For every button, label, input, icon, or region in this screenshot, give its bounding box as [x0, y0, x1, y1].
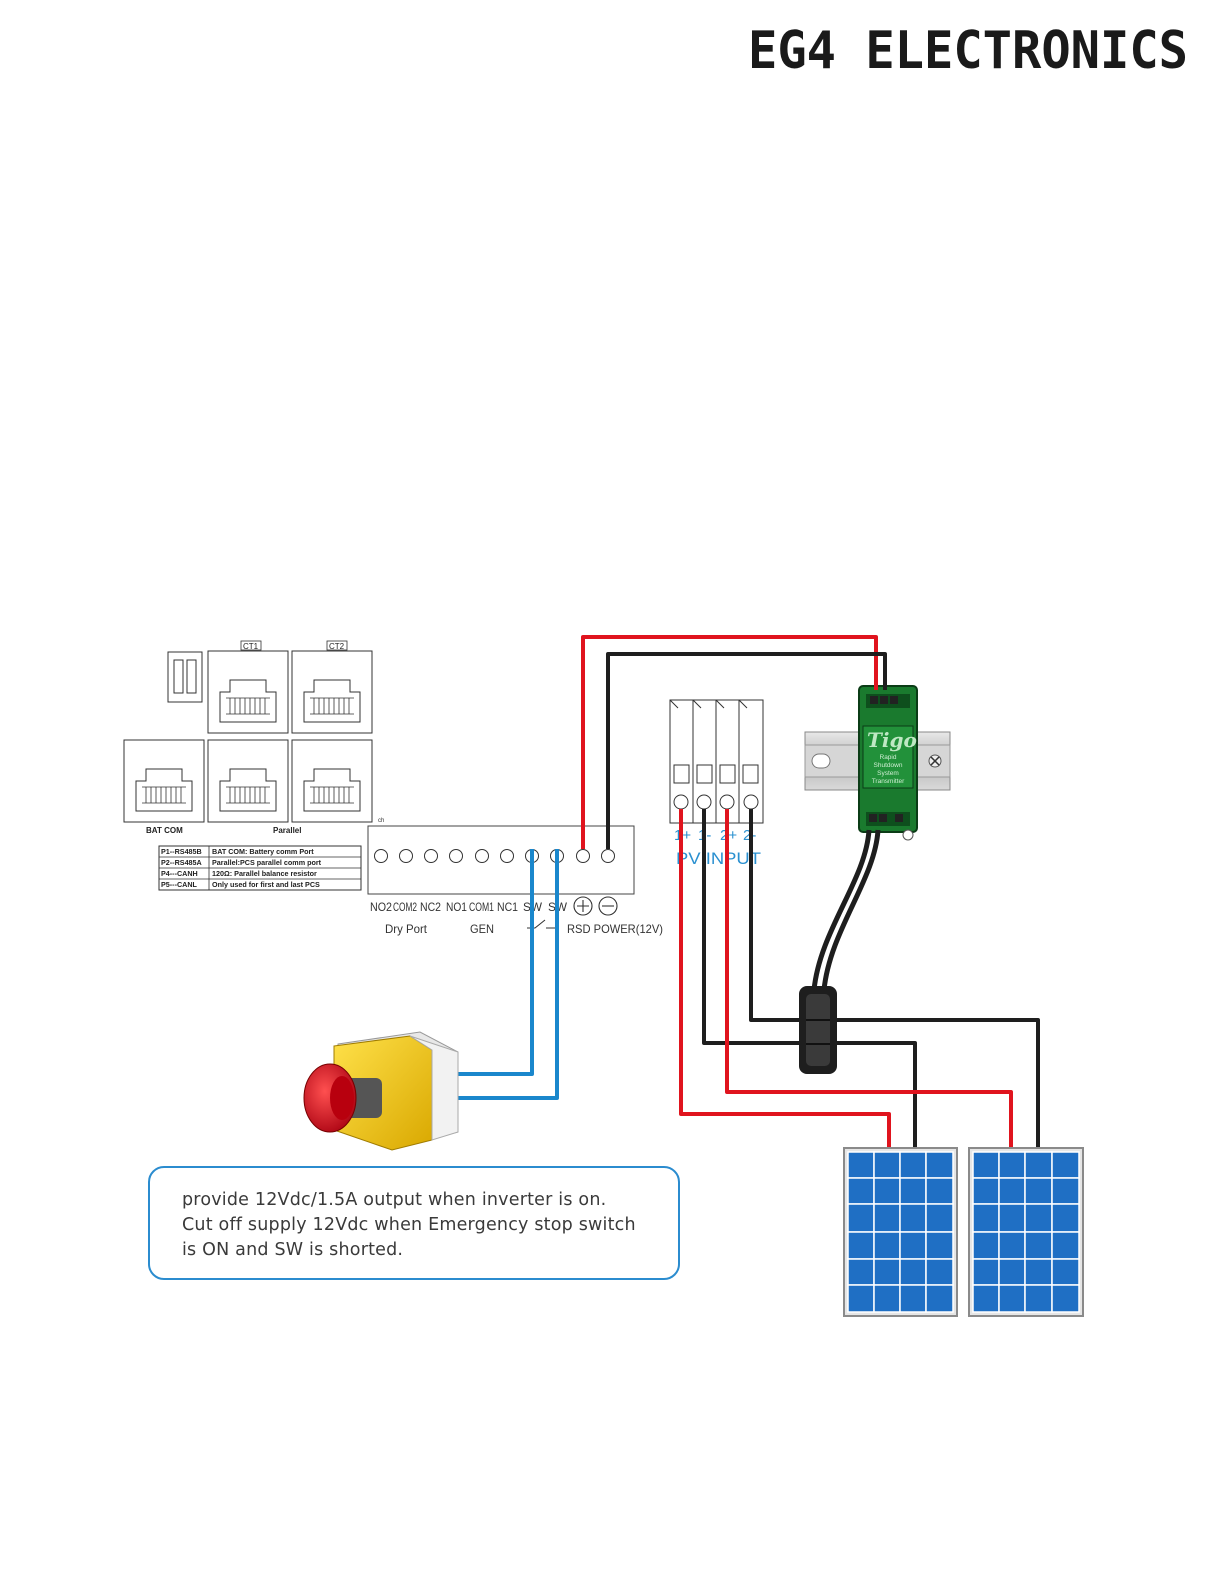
note-line: provide 12Vdc/1.5A output when inverter … [182, 1190, 607, 1210]
terminal-screw [424, 849, 438, 863]
plus-icon [573, 896, 593, 916]
solar-panel-2 [968, 1147, 1084, 1317]
terminal-screw [601, 849, 615, 863]
terminal-screw [500, 849, 514, 863]
tigo-brand: Tigo [867, 728, 917, 752]
terminal-screw [399, 849, 413, 863]
table-cell: Only used for first and last PCS [212, 880, 320, 889]
bat-com-label: BAT COM [146, 826, 183, 835]
blue-wire [457, 849, 559, 1100]
red-wire [581, 635, 878, 849]
ct1-port [207, 650, 289, 734]
pin-label-no1: NO1 [446, 900, 467, 914]
table-cell: P2--RS485A [161, 858, 202, 867]
terminal-screw [475, 849, 489, 863]
pin-label-no2: NO2 [370, 900, 392, 914]
pv-input-label: PV INPUT [676, 849, 761, 868]
parallel-label: Parallel [273, 826, 301, 835]
transmitter-line: System [877, 770, 899, 777]
transmitter-line: Shutdown [874, 762, 903, 769]
terminal-screw [449, 849, 463, 863]
terminal-corner-mark: ch [378, 818, 384, 824]
transmitter-line: Transmitter [872, 778, 905, 785]
table-cell: P1--RS485B [161, 847, 202, 856]
svg-text:EG4 ELECTRONICS: EG4 ELECTRONICS [748, 22, 1188, 78]
table-cell: 120Ω: Parallel balance resistor [212, 869, 317, 878]
dry-port-label: Dry Port [385, 922, 428, 936]
pin-label-nc2: NC2 [420, 900, 441, 914]
table-cell: Parallel:PCS parallel comm port [212, 858, 322, 867]
wires [457, 635, 1040, 1150]
comm-ports-panel [123, 640, 373, 891]
table-cell: P5---CANL [161, 880, 198, 889]
pin-label-nc1: NC1 [497, 900, 518, 914]
black-wire [811, 829, 872, 991]
pin-label-com2: COM2 [393, 900, 417, 914]
pin-label-com1: COM1 [469, 900, 494, 914]
minus-icon [598, 896, 618, 916]
ct2-port [291, 650, 373, 734]
ct2-label: CT2 [329, 642, 345, 651]
bat-com-port [123, 739, 205, 823]
note-text: provide 12Vdc/1.5A output when inverter … [182, 1188, 662, 1263]
ct1-label: CT1 [243, 642, 259, 651]
table-cell: BAT COM: Battery comm Port [212, 847, 314, 856]
emergency-stop-switch [303, 1031, 459, 1151]
dip-switch [167, 651, 203, 703]
red-wire [679, 809, 891, 1150]
pv-terminal [738, 699, 764, 824]
parallel-port-2 [291, 739, 373, 823]
comm-port-labels: CT1 CT2 BAT COM Parallel P1--RS485B BAT … [146, 642, 345, 889]
blue-wire [457, 849, 534, 1076]
black-wire [749, 809, 1040, 1150]
ct-clamp [799, 986, 837, 1074]
rsd-power-label: RSD POWER(12V) [567, 922, 663, 936]
terminal-screw [374, 849, 388, 863]
parallel-port-1 [207, 739, 289, 823]
red-wire [725, 809, 1013, 1150]
pv-input-labels: 1+ 1- 2+ 2- PV INPUT [674, 827, 761, 868]
note-callout [148, 1166, 680, 1280]
tigo-transmitter: Tigo Rapid Shutdown System Transmitter [858, 685, 918, 841]
gen-label: GEN [470, 922, 494, 936]
terminal-block: ch NO2 COM2 NC2 NO1 COM1 NC1 SW SW Dry P… [367, 818, 663, 936]
terminal-screw [576, 849, 590, 863]
solar-panel-1 [843, 1147, 958, 1317]
note-line: Cut off supply 12Vdc when Emergency stop… [182, 1215, 636, 1235]
black-wire [606, 652, 887, 849]
transmitter-line: Rapid [880, 754, 897, 761]
table-cell: P4---CANH [161, 869, 198, 878]
eg4-electronics-logo: EG4 ELECTRONICS [748, 21, 1193, 81]
black-wire [821, 829, 881, 991]
pv-input-terminals [669, 699, 764, 824]
note-line: is ON and SW is shorted. [182, 1240, 404, 1260]
plus-icon [577, 900, 589, 912]
